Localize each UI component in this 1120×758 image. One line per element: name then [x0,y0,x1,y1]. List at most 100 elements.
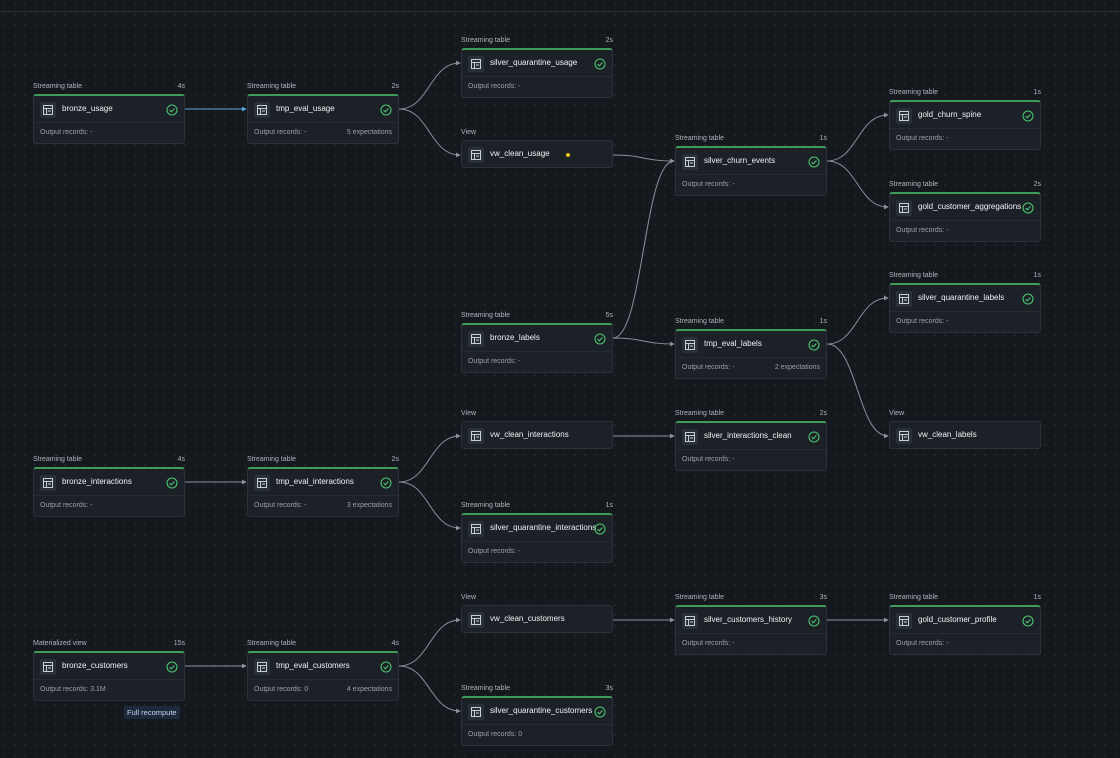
node-card[interactable]: vw_clean_interactions [461,421,613,449]
output-records: Output records: - [468,548,521,555]
node-name: silver_quarantine_interactions [490,523,597,532]
table-icon [682,154,698,170]
node-card[interactable]: vw_clean_usage [461,140,613,168]
node-footer: Output records: - [890,312,1040,332]
table-icon [40,475,56,491]
node-footer: Output records: - [462,352,612,372]
node-footer: Output records: -2 expectations [676,358,826,378]
node-vw-clean-interactions[interactable]: View vw_clean_interactions [461,409,613,449]
node-duration: 1s [605,502,613,509]
node-footer: Output records: - [462,77,612,97]
check-circle-icon [166,660,178,673]
node-duration: 4s [177,456,185,463]
check-circle-icon [1022,292,1034,305]
expectations-count: 3 expectations [346,502,392,509]
node-title-row: bronze_customers [34,653,184,680]
expectations-count: 5 expectations [346,129,392,136]
node-card[interactable]: vw_clean_customers [461,605,613,633]
table-icon [468,521,484,537]
node-type-label: Streaming table [247,83,297,90]
table-icon [40,659,56,675]
table-icon [468,612,484,628]
node-type-label: Streaming table [33,83,83,90]
node-title-row: silver_churn_events [676,148,826,175]
node-silver-quarantine-usage[interactable]: Streaming table 2s silver_quarantine_usage… [461,36,613,98]
node-footer: Output records: - [890,129,1040,149]
node-title-row: silver_customers_history [676,607,826,634]
check-circle-icon [166,476,178,489]
node-card[interactable]: vw_clean_labels [889,421,1041,449]
table-icon [896,291,912,307]
output-records: Output records: 0 [254,686,309,693]
table-icon [468,704,484,720]
edge-silver-churn-events-to-gold-customer-aggregations [826,160,889,210]
edge-tmp-eval-usage-to-silver-quarantine-usage [398,60,461,110]
table-icon [896,200,912,216]
check-circle-icon [594,332,606,345]
node-title-row: tmp_eval_labels [676,331,826,358]
node-duration: 2s [605,37,613,44]
node-header: Streaming table 2s [247,455,399,467]
node-type-label: View [461,410,477,417]
node-name: gold_customer_aggregations [918,202,1022,211]
node-duration: 3s [819,594,827,601]
node-duration: 2s [819,410,827,417]
node-silver-quarantine-customers[interactable]: Streaming table 3s silver_quarantine_custo… [461,684,613,746]
node-name: tmp_eval_interactions [276,477,354,486]
node-type-label: Streaming table [461,685,511,692]
edge-silver-churn-events-to-gold-churn-spine [826,112,889,162]
node-duration: 2s [391,456,399,463]
node-type-label: Streaming table [247,456,297,463]
table-icon [896,108,912,124]
node-duration: 15s [173,640,185,647]
node-duration: 3s [605,685,613,692]
node-footer: Output records: - [34,123,184,143]
output-records: Output records: - [896,318,949,325]
node-name: gold_churn_spine [918,110,982,119]
node-title-row: silver_quarantine_customers [462,698,612,725]
node-name: silver_quarantine_labels [918,293,1005,302]
output-records: Output records: - [40,129,93,136]
node-type-label: Streaming table [461,37,511,44]
